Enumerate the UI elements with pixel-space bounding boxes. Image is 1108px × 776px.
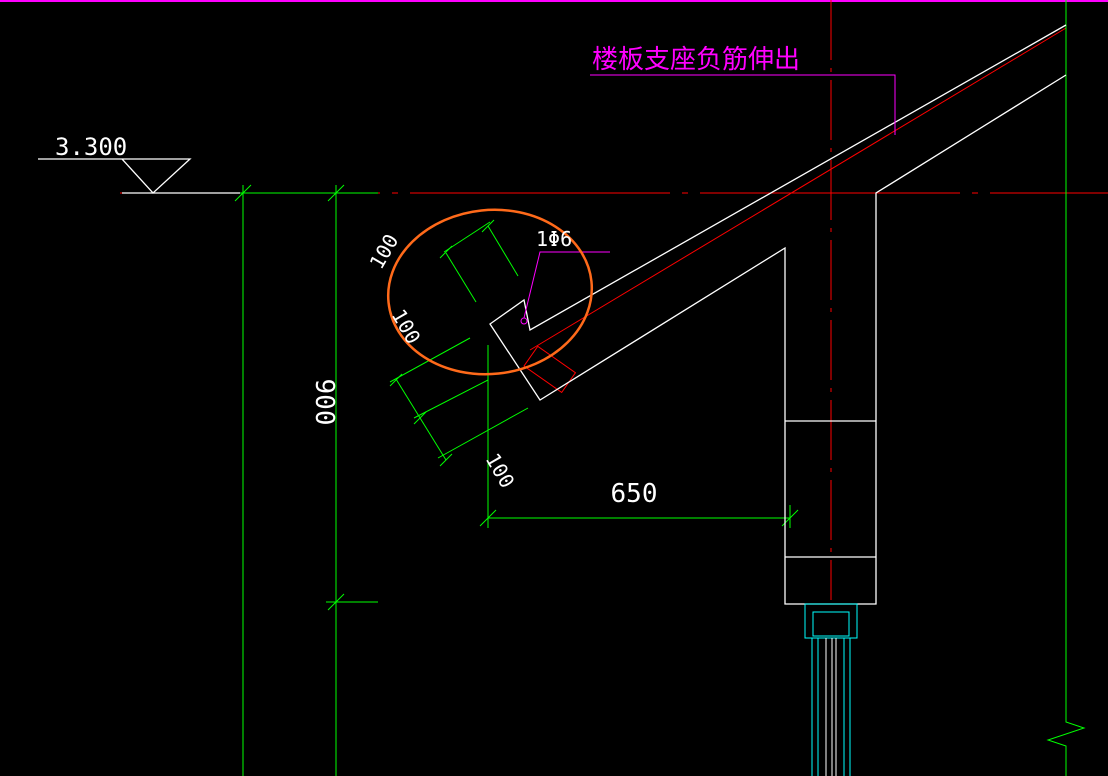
dimension-tick-slab-left-a [389,373,403,387]
elevation-label: 3.300 [55,133,127,161]
dimension-line-slab-left [395,378,447,461]
annotation-leaders [520,74,896,325]
rebar-leader-line [523,251,610,319]
dimension-tick-slab-left-b [413,411,427,425]
axis-lines [120,0,1108,600]
dimension-text-slab-top: 100 [365,230,404,273]
dimension-tick-slab-top-b [481,219,495,233]
dimension-extension-slab-left-b [413,379,489,419]
dimension-tick-slab-top-a [439,245,453,259]
dimension-tick-top [327,184,345,202]
dimension-tick-slab-left-c [439,453,453,467]
grid-break-mark [1046,0,1086,776]
slab-bottom-edge [784,74,1067,605]
annotation-leader-line [590,74,896,135]
dimension-text-650: 650 [611,479,658,509]
level-symbol [38,158,192,194]
rebar-label: 1Φ6 [536,227,572,251]
structure-outline [38,24,1067,605]
dimension-tick-bottom [327,593,345,611]
window-head [804,603,858,639]
dimension-text-slab-left: 100 [387,305,426,348]
annotation-label: 楼板支座负筋伸出 [592,45,800,75]
slab-centerline [529,27,1067,351]
dimension-extension-slab-top-a [445,252,477,303]
dimension-extension-slab-top-b [487,225,519,277]
dimension-text-bottom: 100 [481,449,520,492]
window-head-inner [812,611,850,637]
dimension-extension-slab-left-c [437,407,529,459]
dimension-lines [228,0,1086,776]
slab-top-edge [489,24,1067,401]
highlight-ellipse [386,208,594,376]
dimension-tick-outer [234,184,252,202]
rebar-section-box [523,345,577,394]
rebar-dot [520,317,528,325]
window-frame [804,603,858,776]
dimension-text-900: 900 [309,379,339,426]
